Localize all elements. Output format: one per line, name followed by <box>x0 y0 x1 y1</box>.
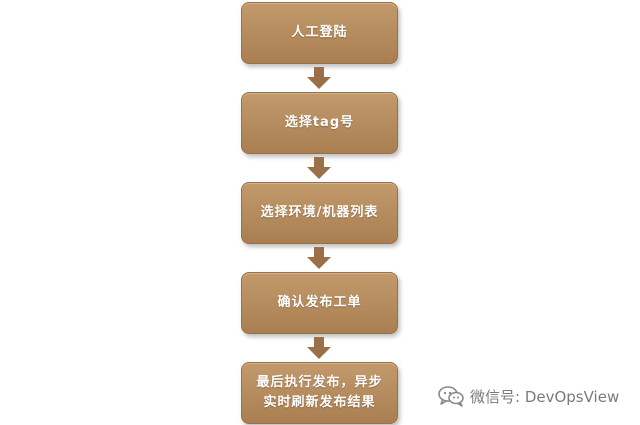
watermark-text: 微信号: DevOpsView <box>470 387 620 406</box>
step-label: 最后执行发布，异步 实时刷新发布结果 <box>256 375 383 410</box>
down-arrow-icon <box>307 157 331 179</box>
step-box-execute-release: 最后执行发布，异步 实时刷新发布结果 <box>241 362 398 424</box>
watermark: 微信号: DevOpsView <box>438 385 619 407</box>
step-box-login: 人工登陆 <box>241 2 398 64</box>
step-label: 人工登陆 <box>291 25 348 40</box>
down-arrow-icon <box>307 337 331 359</box>
step-label: 选择tag号 <box>284 115 355 130</box>
step-label: 确认发布工单 <box>277 295 362 310</box>
down-arrow-icon <box>307 67 331 89</box>
step-box-confirm-order: 确认发布工单 <box>241 272 398 334</box>
down-arrow-icon <box>307 247 331 269</box>
step-box-select-env: 选择环境/机器列表 <box>241 182 398 244</box>
wechat-icon <box>438 386 464 407</box>
step-label: 选择环境/机器列表 <box>260 205 379 220</box>
step-box-select-tag: 选择tag号 <box>241 92 398 154</box>
